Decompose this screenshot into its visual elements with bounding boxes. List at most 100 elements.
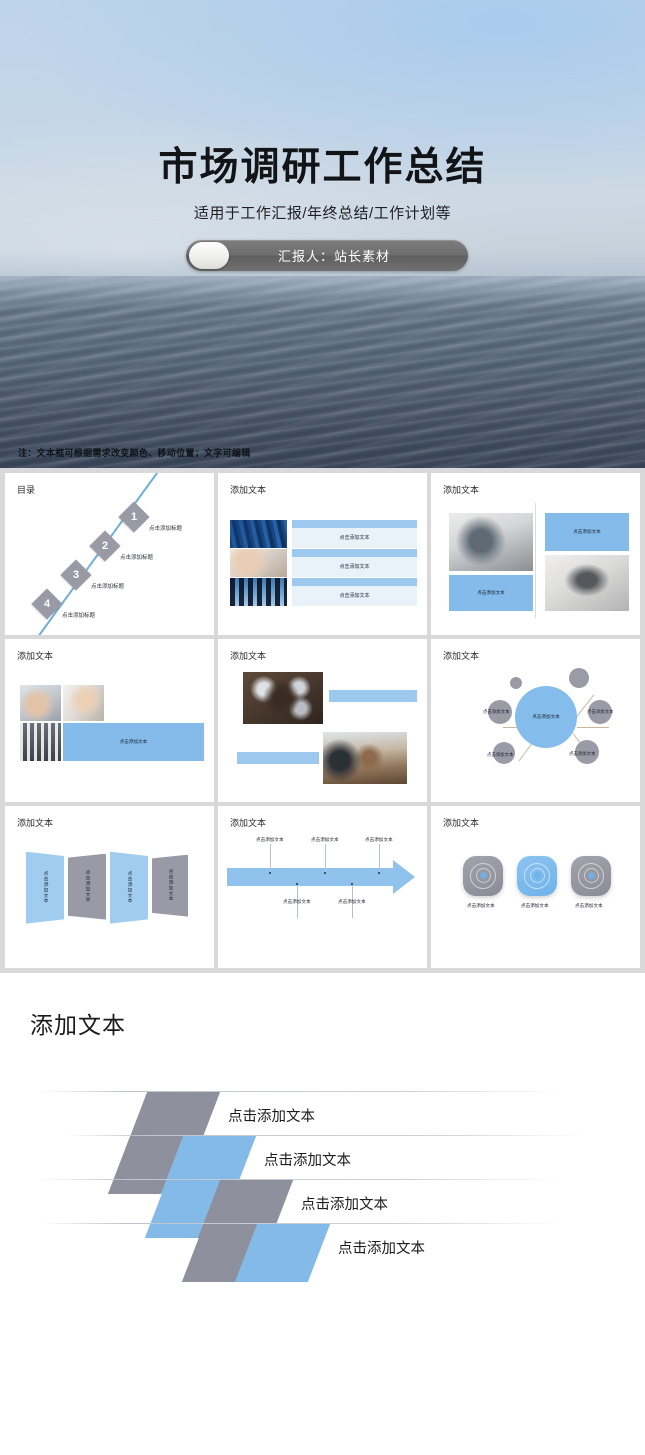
hub-center-label: 点击添加文本 (532, 714, 560, 720)
decorative-circle-top (569, 668, 589, 689)
toc-number: 1 (130, 511, 138, 523)
tick-line (352, 883, 353, 918)
timeline-arrow-head (393, 859, 415, 894)
row-label: 点击添加文本 (264, 1153, 351, 1169)
text-row-1[interactable]: 点击添加文本 (292, 520, 417, 548)
thumbnail-slide-accordion[interactable]: 添加文本 点击添加文本 点击添加文本 点击添加文本 点击添加文本 (5, 805, 214, 968)
panel-label: 点击添加文本 (167, 869, 173, 902)
diamond-icon: 4 (31, 588, 63, 620)
text-box-wide[interactable]: 点击添加文本 (63, 723, 204, 762)
panel-label: 点击添加文本 (126, 871, 132, 904)
tick-dot (324, 871, 326, 874)
pill-knob-icon (189, 242, 229, 269)
parallelogram-row-1[interactable]: 点击添加文本 (40, 1091, 610, 1150)
photo-chart (20, 723, 61, 762)
row-label: 点击添加文本 (301, 1197, 388, 1213)
text-box-right[interactable]: 点击添加文本 (545, 513, 629, 551)
parallelogram-row-2[interactable]: 点击添加文本 (40, 1135, 610, 1194)
row-rule (64, 1135, 586, 1136)
panel-label: 点击添加文本 (84, 870, 90, 903)
diamond-icon: 1 (118, 501, 150, 533)
row-label: 点击添加文本 (339, 564, 370, 570)
parallelogram-row-3[interactable]: 点击添加文本 (40, 1179, 610, 1238)
presenter-pill[interactable]: 汇报人：站长素材 (186, 240, 468, 271)
parallelogram-row-4[interactable]: 点击添加文本 (40, 1223, 610, 1282)
row-rule (40, 1091, 562, 1092)
toc-item-3[interactable]: 3 点击添加标题 (60, 559, 124, 591)
photo-hand (20, 685, 61, 722)
thumbnail-slide-diagonal-photos[interactable]: 添加文本 (218, 639, 427, 802)
slide-title: 添加文本 (443, 817, 480, 828)
slide-title: 添加文本 (17, 651, 54, 662)
toc-item-2[interactable]: 2 点击添加标题 (89, 530, 153, 562)
concentric-rings-icon (470, 862, 496, 889)
editing-note: 注：文本框可根据需求改变颜色、移动位置；文字可编辑 (18, 448, 251, 458)
slide-thumbnail-grid: 目录 1 点击添加标题 2 点击添加标题 3 点击添加标题 4 点击添加标题 (0, 468, 645, 973)
tick-dot (351, 882, 353, 885)
badge-icon-1[interactable] (463, 855, 503, 896)
photo-meeting-overhead (243, 672, 323, 725)
satellite-circle-right[interactable] (588, 700, 612, 725)
slide-title: 添加文本 (443, 651, 480, 662)
satellite-label-bottom-right: 点击添加文本 (569, 751, 596, 757)
thumbnail-slide-photo-trio[interactable]: 添加文本 点击添加文本 (5, 639, 214, 802)
satellite-circle-left[interactable] (488, 700, 512, 725)
bottom-title: 添加文本 (30, 1012, 126, 1038)
badge-icon-3[interactable] (571, 855, 611, 896)
toc-item-1[interactable]: 1 点击添加标题 (118, 501, 182, 533)
text-row-2[interactable]: 点击添加文本 (292, 549, 417, 577)
thumbnail-slide-icon-badges[interactable]: 添加文本 点击添加文本 点击添加文本 点击添加文本 (431, 805, 640, 968)
photo-signing (230, 549, 287, 577)
row-label: 点击添加文本 (228, 1109, 315, 1125)
diamond-icon: 3 (60, 559, 92, 591)
presenter-label: 汇报人：站长素材 (277, 249, 390, 264)
accordion-panel-2[interactable]: 点击添加文本 (68, 853, 106, 920)
text-bar-right[interactable] (329, 690, 417, 703)
accordion-panel-3[interactable]: 点击添加文本 (110, 851, 148, 924)
row-rule (40, 1179, 562, 1180)
row-label: 点击添加文本 (339, 535, 370, 541)
accordion-panel-1[interactable]: 点击添加文本 (26, 851, 64, 924)
box-label: 点击添加文本 (573, 529, 601, 534)
text-row-3[interactable]: 点击添加文本 (292, 578, 417, 606)
thumbnail-slide-timeline-arrow[interactable]: 添加文本 点击添加文本 点击添加文本 点击添加文本 点击添加文本 点击添加文本 (218, 805, 427, 968)
panel-label: 点击添加文本 (42, 871, 48, 904)
vertical-divider (535, 503, 536, 618)
concentric-rings-icon (524, 862, 550, 889)
timeline-label-above-3: 点击添加文本 (365, 836, 393, 842)
timeline-label-above-1: 点击添加文本 (256, 836, 284, 842)
photo-tablet (449, 513, 533, 571)
satellite-label-right: 点击添加文本 (587, 709, 614, 715)
thumbnail-slide-quad-split[interactable]: 添加文本 点击添加文本 点击添加文本 (431, 473, 640, 636)
thumbnail-slide-photo-rows[interactable]: 添加文本 点击添加文本 点击添加文本 点击添加文本 (218, 473, 427, 636)
tick-dot (296, 882, 298, 885)
satellite-label-bottom-left: 点击添加文本 (487, 752, 514, 758)
satellite-circle-bottom-right[interactable] (575, 740, 599, 765)
accordion-panel-4[interactable]: 点击添加文本 (152, 854, 188, 917)
text-box-left[interactable]: 点击添加文本 (449, 575, 533, 611)
ocean-background (0, 276, 645, 468)
text-bar-left[interactable] (237, 752, 319, 765)
satellite-label-left: 点击添加文本 (483, 709, 510, 715)
slide-title: 添加文本 (230, 817, 267, 828)
badge-icon-2[interactable] (517, 855, 557, 896)
slide-title: 添加文本 (230, 485, 267, 495)
tick-dot (378, 871, 380, 874)
box-label: 点击添加文本 (477, 590, 505, 595)
timeline-label-below-2: 点击添加文本 (338, 898, 366, 904)
toc-item-4[interactable]: 4 点击添加标题 (31, 588, 95, 620)
spoke-line (577, 727, 609, 729)
photo-team (230, 578, 287, 606)
diamond-icon: 2 (89, 530, 121, 562)
row-rule (40, 1223, 562, 1224)
timeline-label-below-1: 点击添加文本 (283, 898, 311, 904)
timeline-label-above-2: 点击添加文本 (311, 836, 339, 842)
hub-center-circle[interactable]: 点击添加文本 (515, 686, 577, 749)
satellite-circle-bottom-left[interactable] (493, 742, 515, 765)
thumbnail-slide-toc[interactable]: 目录 1 点击添加标题 2 点击添加标题 3 点击添加标题 4 点击添加标题 (5, 473, 214, 636)
thumbnail-slide-hub-spoke[interactable]: 添加文本 点击添加文本 点击添加文本 点击添加文本 点击添加文本 点击添加文本 (431, 639, 640, 802)
row-label: 点击添加文本 (339, 593, 370, 599)
slide-title: 目录 (17, 485, 36, 495)
photo-tech (230, 520, 287, 548)
badge-label-1: 点击添加文本 (467, 902, 495, 908)
